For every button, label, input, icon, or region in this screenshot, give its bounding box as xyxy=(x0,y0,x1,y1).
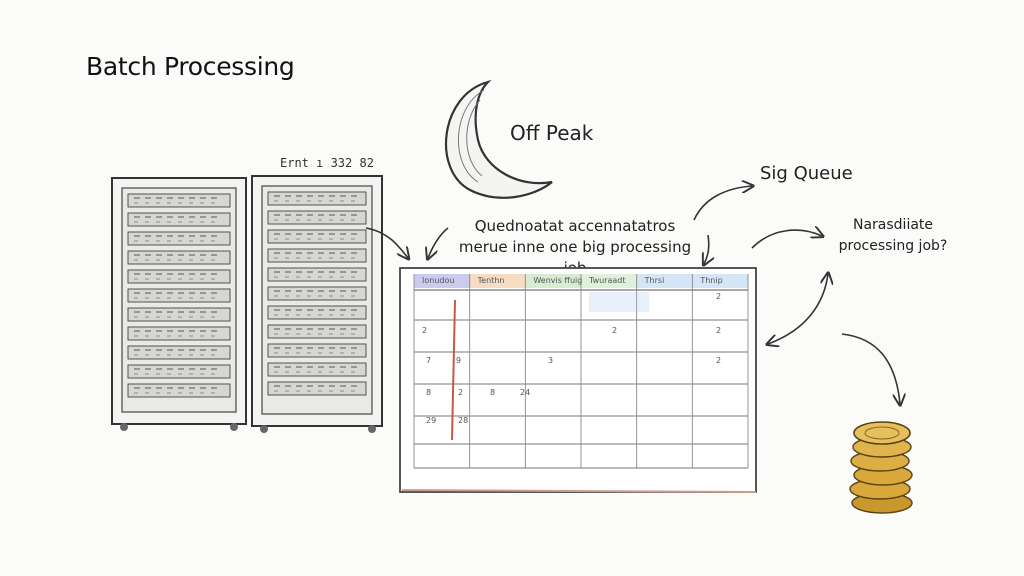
calendar-day-number: 7 xyxy=(426,356,432,365)
immediate-note: Narasdiiate processing job? xyxy=(818,215,968,257)
calendar-day-number: 2 xyxy=(716,356,722,365)
calendar-day-number: 2 xyxy=(716,292,722,301)
arrow-to-immediate xyxy=(751,230,822,249)
calendar-icon xyxy=(399,267,757,493)
queue-note-line-1: Quednoatat accennatatros xyxy=(474,217,676,235)
server-rack-icon xyxy=(251,175,383,433)
immediate-note-line-2: processing job? xyxy=(838,238,948,254)
calendar-day-number: 24 xyxy=(520,388,531,397)
arrow-to-big-queue xyxy=(693,186,752,221)
server-rack-icon xyxy=(111,177,247,431)
moon-icon xyxy=(445,79,553,199)
calendar-day-header: Ionudou xyxy=(422,276,455,285)
calendar-day-number: 2 xyxy=(612,326,618,335)
off-peak-label: Off Peak xyxy=(510,121,594,145)
calendar-day-number: 3 xyxy=(548,356,554,365)
calendar-day-number: 29 xyxy=(426,416,437,425)
immediate-note-line-1: Narasdiiate xyxy=(852,217,934,233)
calendar-day-number: 28 xyxy=(458,416,469,425)
coin-stack-icon xyxy=(849,421,913,514)
arrow-note-down xyxy=(704,234,709,264)
page-title: Batch Processing xyxy=(86,52,295,81)
flow-arrows xyxy=(365,186,900,404)
arrow-rack-to-calendar xyxy=(365,227,408,258)
big-queue-label: Sig Queue xyxy=(760,163,853,184)
calendar-day-number: 2 xyxy=(422,326,428,335)
calendar-day-header: Thnip xyxy=(700,276,723,285)
calendar-day-number: 8 xyxy=(490,388,496,397)
calendar-day-number: 2 xyxy=(716,326,722,335)
calendar-day-header: Thrsi xyxy=(644,276,665,285)
arrow-note-to-calendar xyxy=(428,227,449,258)
calendar-day-header: Twuraadt xyxy=(589,276,626,285)
arrow-calendar-immediate xyxy=(768,274,828,344)
rack-label: Ernt ı 332 82 xyxy=(280,156,374,170)
calendar-day-header: Tenthn xyxy=(477,276,505,285)
calendar-day-header: Wenvis ffuig xyxy=(533,276,583,285)
calendar-day-number: 9 xyxy=(456,356,462,365)
arrow-to-coins xyxy=(841,333,900,404)
calendar-day-number: 8 xyxy=(426,388,432,397)
calendar-day-number: 2 xyxy=(458,388,464,397)
